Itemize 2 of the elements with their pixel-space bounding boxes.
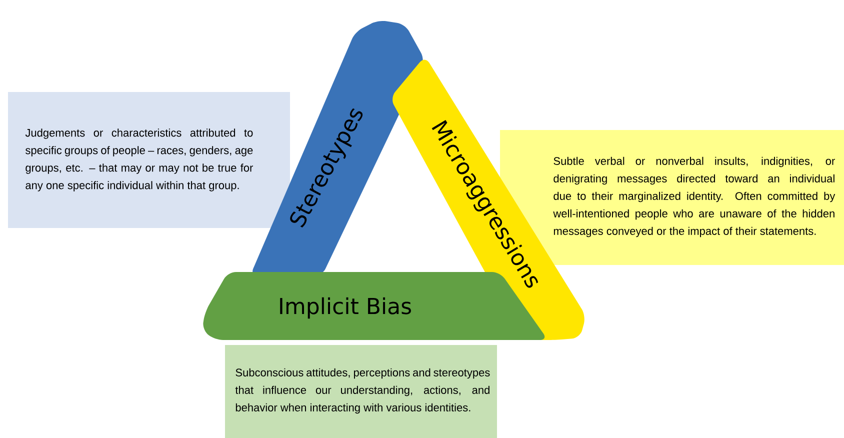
description-box: Judgements or characteristics attributed to specific groups of people – races, genders, age groups, etc. – that may or may not be true for any one specific individual within that group. <box>8 92 290 228</box>
description-box: Subconscious attitudes, perceptions and stereotypes that influence our understanding, actions, and behavior when interacting with various identities. <box>225 344 497 438</box>
